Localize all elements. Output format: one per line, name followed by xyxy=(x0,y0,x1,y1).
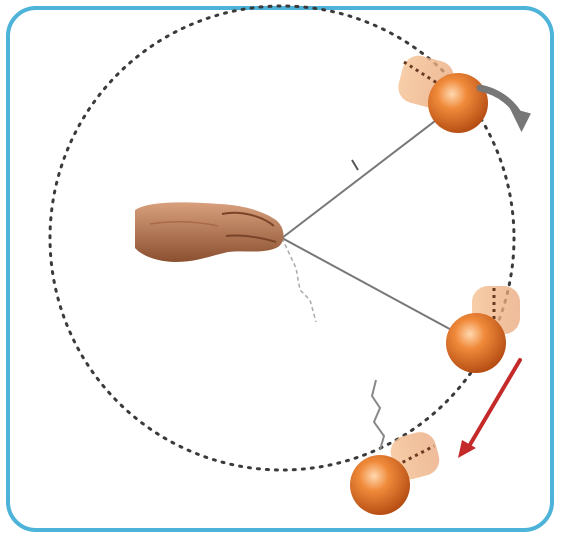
ball-right-group xyxy=(446,286,520,373)
loose-string xyxy=(282,238,316,322)
string-to-right-ball xyxy=(282,238,470,340)
ball-bottom-group xyxy=(350,429,443,515)
broken-string-end xyxy=(372,380,384,450)
ball-right xyxy=(446,313,506,373)
ball-top-group xyxy=(395,52,488,133)
string-tick xyxy=(352,160,358,170)
string-to-top-ball xyxy=(282,108,452,238)
hand-illustration xyxy=(135,202,284,262)
ball-top xyxy=(428,73,488,133)
straight-arrow-icon xyxy=(458,360,520,458)
ball-bottom xyxy=(350,455,410,515)
curved-arrow-icon xyxy=(480,88,531,133)
strings xyxy=(282,108,470,450)
